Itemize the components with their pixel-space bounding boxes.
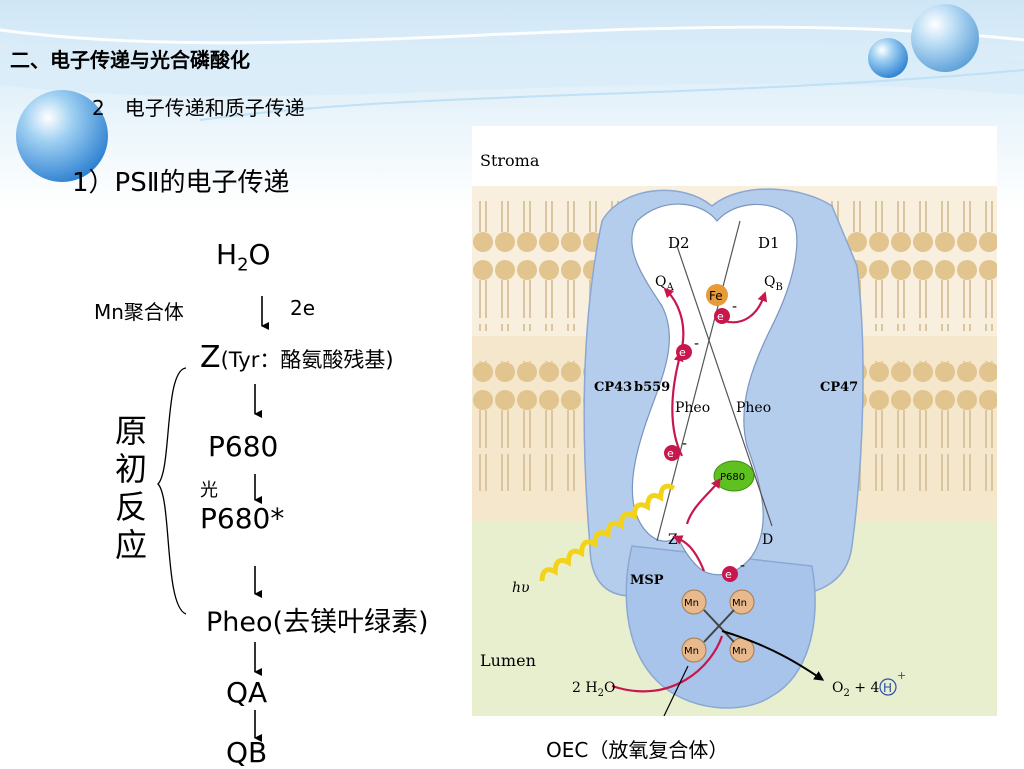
psii-figure: Stroma Lumen D2 D1 QA QB Fe CP43 b559 CP… bbox=[472, 126, 997, 716]
primary-reaction-label: 原初反应 bbox=[114, 412, 147, 564]
svg-text:e: e bbox=[667, 447, 674, 460]
pheo-right-label: Pheo bbox=[736, 400, 771, 416]
svg-text:e: e bbox=[679, 346, 686, 359]
p680-ground: P680 bbox=[208, 430, 279, 463]
svg-text:Mn: Mn bbox=[732, 598, 747, 609]
main-title: 二、电子传递与光合磷酸化 bbox=[10, 48, 250, 72]
b559-label: b559 bbox=[634, 380, 670, 395]
chain-arrows bbox=[157, 296, 269, 742]
electron-badges: e- e- e- e- bbox=[664, 299, 745, 582]
qa-label: QA bbox=[226, 676, 268, 709]
svg-text:+: + bbox=[897, 669, 906, 682]
svg-text:-: - bbox=[740, 558, 745, 574]
decorative-orb-small bbox=[868, 38, 908, 78]
z-tyrosine: Z(Tyr：酪氨酸残基) bbox=[200, 340, 394, 375]
p680-icon bbox=[713, 460, 755, 492]
water-figure-label: 2 H2O bbox=[572, 680, 615, 699]
pheo-label: Pheo(去镁叶绿素) bbox=[206, 607, 429, 638]
msp-label: MSP bbox=[630, 573, 664, 588]
oxygen-proton-label: O2 + 4 bbox=[832, 680, 879, 699]
svg-text:-: - bbox=[694, 336, 699, 352]
hv-label: hυ bbox=[512, 580, 530, 596]
subtitle-number: 2 bbox=[92, 96, 105, 120]
primary-reaction-brace bbox=[157, 367, 187, 615]
svg-text:e: e bbox=[725, 568, 732, 581]
proton-icon bbox=[879, 678, 897, 696]
section-title: 1）PSⅡ的电子传递 bbox=[72, 168, 290, 198]
svg-text:Mn: Mn bbox=[684, 598, 699, 609]
stroma-label: Stroma bbox=[480, 151, 540, 170]
svg-text:e: e bbox=[717, 310, 724, 323]
svg-text:Mn: Mn bbox=[732, 646, 747, 657]
light-wave-icon bbox=[539, 483, 676, 582]
d2-label: D2 bbox=[668, 234, 690, 252]
decorative-orb-right bbox=[911, 4, 979, 72]
proton-label: H bbox=[883, 681, 892, 695]
subtitle: 2 电子传递和质子传递 bbox=[92, 92, 305, 121]
svg-text:Mn: Mn bbox=[684, 646, 699, 657]
cp43-label: CP43 bbox=[594, 380, 632, 395]
fe-icon bbox=[706, 284, 728, 306]
qb-figure-label: QB bbox=[764, 274, 783, 293]
cp47-label: CP47 bbox=[820, 380, 858, 395]
d-figure-label: D bbox=[762, 532, 773, 548]
p680-figure-label: P680 bbox=[720, 472, 745, 483]
z-figure-label: Z bbox=[668, 532, 678, 548]
svg-text:-: - bbox=[732, 299, 737, 315]
electron-count: 2e bbox=[290, 296, 316, 320]
light-label: 光 bbox=[200, 480, 218, 501]
lumen-label: Lumen bbox=[480, 651, 536, 670]
pheo-left-label: Pheo bbox=[675, 400, 710, 416]
qb-label: QB bbox=[226, 736, 268, 769]
oec-caption: OEC（放氧复合体） bbox=[546, 738, 729, 762]
svg-text:-: - bbox=[682, 436, 687, 452]
d1-label: D1 bbox=[758, 234, 780, 252]
p680-excited: P680* bbox=[200, 502, 285, 535]
water-formula: H2O bbox=[216, 238, 271, 276]
mn-cluster-label: Mn聚合体 bbox=[94, 300, 184, 324]
fe-label: Fe bbox=[709, 289, 723, 303]
subtitle-text: 电子传递和质子传递 bbox=[124, 96, 305, 120]
decorative-orb-large bbox=[16, 90, 108, 182]
mn-cluster: Mn Mn Mn Mn bbox=[681, 589, 755, 663]
